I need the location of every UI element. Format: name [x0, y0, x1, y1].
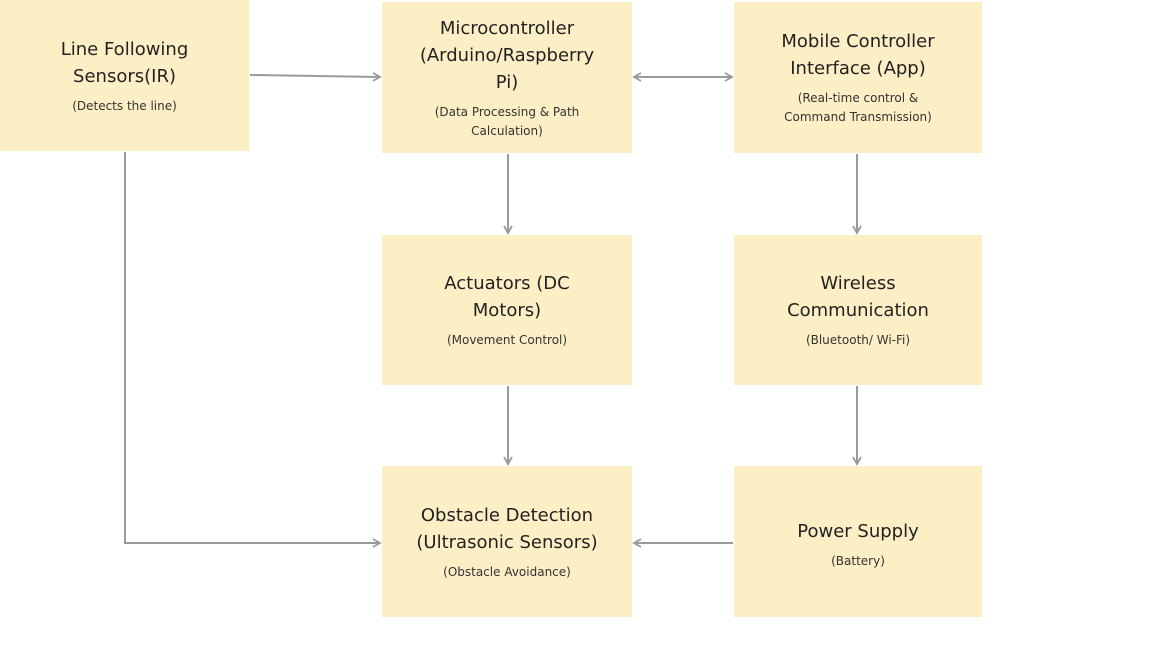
- node-subtitle: (Data Processing & Path Calculation): [434, 104, 580, 138]
- node-subtitle: (Obstacle Avoidance): [443, 564, 571, 579]
- node-title: Wireless Communication: [787, 273, 929, 321]
- node-power-supply: Power Supply (Battery): [734, 466, 982, 617]
- node-title: Mobile Controller Interface (App): [781, 31, 935, 79]
- arrow-sensors-to-obstacle: [124, 152, 382, 548]
- node-title: Microcontroller (Arduino/Raspberry Pi): [419, 17, 595, 93]
- node-subtitle: (Movement Control): [446, 333, 568, 347]
- node-subtitle: (Bluetooth/ Wi-Fi): [805, 333, 911, 347]
- node-microcontroller: Microcontroller (Arduino/Raspberry Pi) (…: [382, 2, 632, 153]
- arrow-sensors-to-mcu: [249, 72, 382, 82]
- node-title: Power Supply: [797, 521, 919, 542]
- node-actuators: Actuators (DC Motors) (Movement Control): [382, 235, 632, 385]
- node-title: Line Following Sensors(IR): [60, 38, 189, 87]
- node-wireless-communication: Wireless Communication (Bluetooth/ Wi-Fi…: [734, 235, 982, 385]
- node-subtitle: (Detects the line): [72, 98, 177, 113]
- node-title: Obstacle Detection (Ultrasonic Sensors): [416, 504, 598, 553]
- node-title: Actuators (DC Motors): [444, 273, 570, 321]
- node-line-following-sensors: Line Following Sensors(IR) (Detects the …: [0, 0, 249, 151]
- node-mobile-controller-interface: Mobile Controller Interface (App) (Real-…: [734, 2, 982, 153]
- node-subtitle: (Battery): [831, 554, 885, 568]
- node-subtitle: (Real-time control & Command Transmissio…: [784, 91, 932, 124]
- node-obstacle-detection: Obstacle Detection (Ultrasonic Sensors) …: [382, 466, 632, 617]
